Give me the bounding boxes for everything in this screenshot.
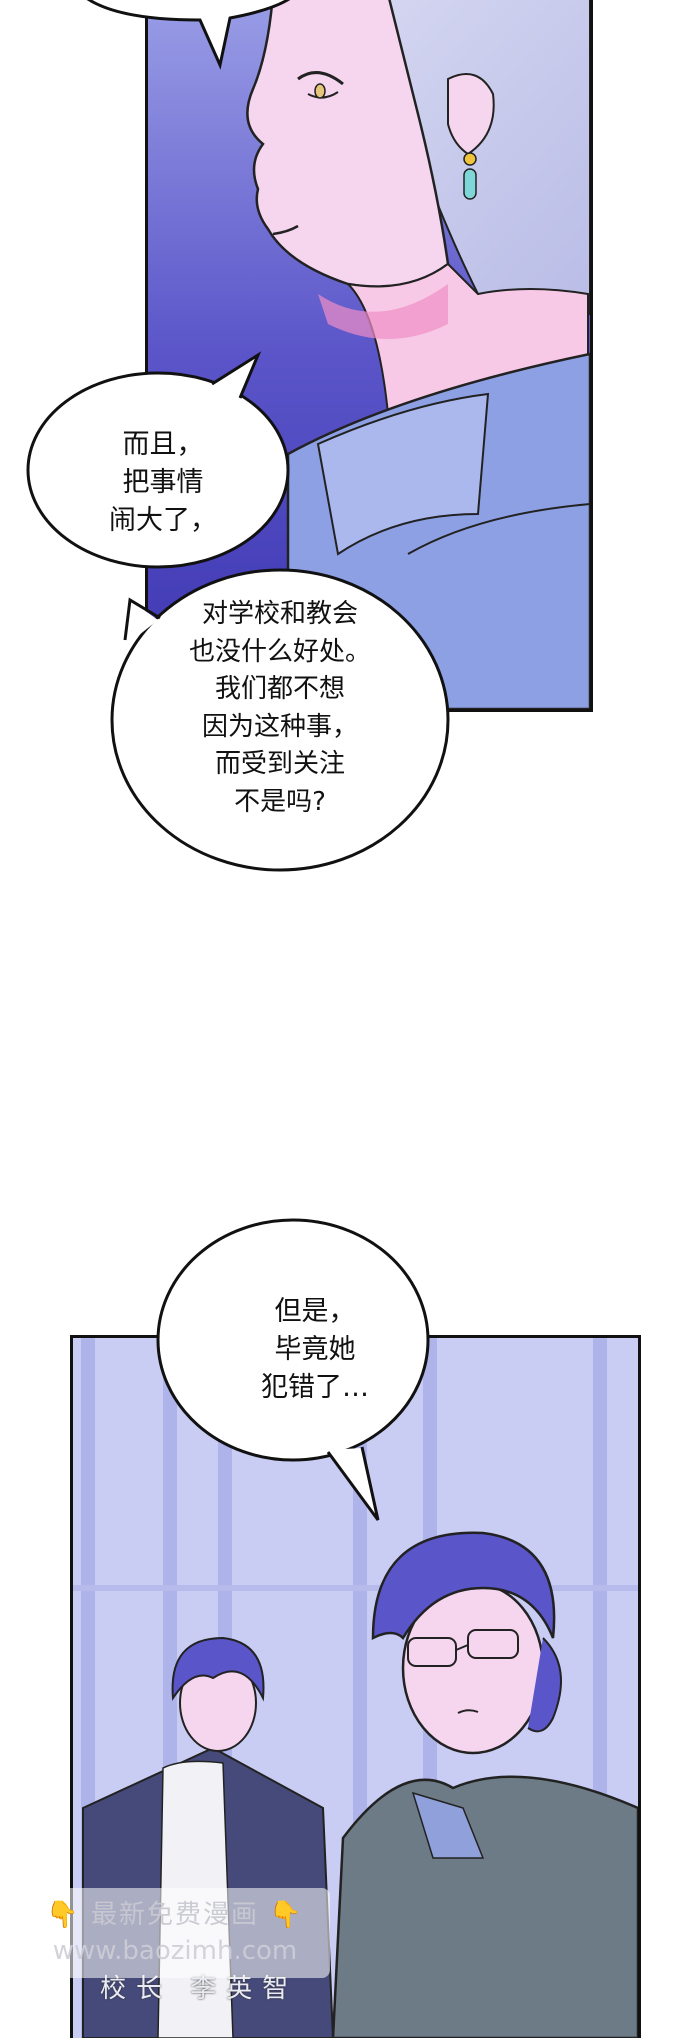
speech-bubble-1 [26,371,290,569]
watermark-line1: 👇 最新免费漫画 👇 [20,1894,330,1931]
desk-name-plate: 校长 李英智 [100,1974,299,2004]
pointing-hand-icon: 👇 [269,1900,304,1930]
watermark-url[interactable]: www.baozimh.com [52,1936,298,1966]
speech-bubble-partial [86,0,291,70]
comic-panel-top [145,0,593,712]
site-watermark: 👇 最新免费漫画 👇 www.baozimh.com [20,1888,330,1978]
pointing-hand-icon: 👇 [46,1900,81,1930]
speech-bubble-2-text: 对学校和教会 也没什么好处。 我们都不想 因为这种事， 而受到关注 不是吗? [188,599,371,817]
speech-bubble-2 [110,568,450,872]
speech-bubble-1-text: 而且， 把事情 闹大了， [109,429,217,536]
watermark-title: 最新免费漫画 [90,1900,259,1930]
speech-bubble-3 [156,1218,430,1462]
woman-side-profile-illustration [148,0,590,709]
speech-bubble-3-text: 但是， 毕竟她 犯错了… [261,1296,369,1403]
